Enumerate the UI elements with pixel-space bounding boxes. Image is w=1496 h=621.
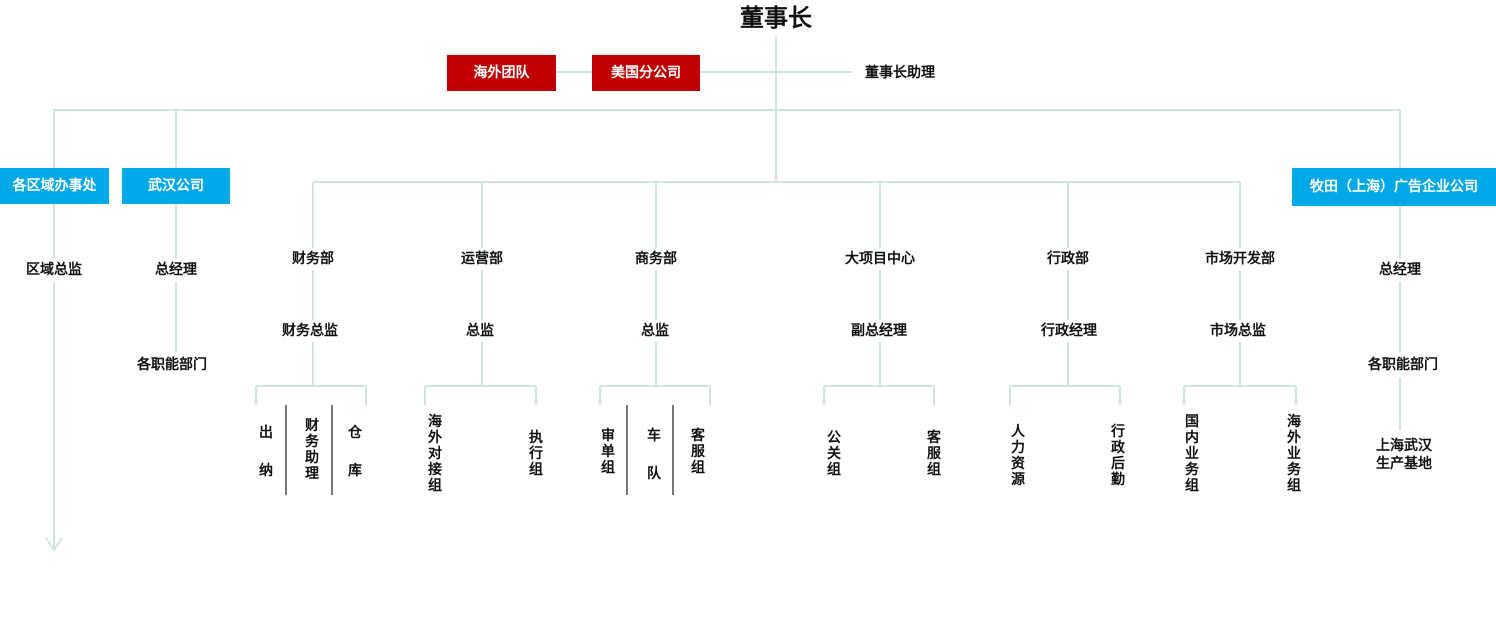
major-projects-head: 副总经理 [851, 323, 907, 339]
overseas-team-box: 海外团队 [447, 55, 556, 91]
operations-sub-execution: 执行组 [529, 430, 543, 478]
production-base: 上海武汉生产基地 [1376, 438, 1432, 472]
makita-gm: 总经理 [1379, 262, 1421, 278]
finance-sub-assistant: 财务助理 [305, 418, 319, 482]
market-dev-sub-domestic: 国内业务组 [1185, 414, 1199, 494]
admin-sub-logistics: 行政后勤 [1111, 424, 1125, 488]
us-branch-box: 美国分公司 [592, 55, 700, 91]
down-arrow-icon [45, 537, 63, 552]
dept-business: 商务部 [635, 251, 677, 267]
separator [285, 405, 287, 495]
business-head: 总监 [641, 323, 669, 339]
separator [626, 405, 628, 495]
makita-company-box: 牧田（上海）广告企业公司 [1292, 168, 1496, 206]
separator [672, 405, 674, 495]
operations-sub-overseas: 海外对接组 [428, 414, 442, 494]
wuhan-gm: 总经理 [155, 262, 197, 278]
market-dev-sub-overseas: 海外业务组 [1287, 414, 1301, 494]
separator [331, 405, 333, 495]
dept-finance: 财务部 [292, 251, 334, 267]
dept-market-dev: 市场开发部 [1205, 251, 1275, 267]
chairman-assistant: 董事长助理 [865, 65, 935, 81]
business-sub-fleet: 车队 [647, 428, 661, 482]
business-sub-review: 审单组 [601, 428, 615, 476]
dept-major-projects: 大项目中心 [845, 251, 915, 267]
market-dev-head: 市场总监 [1210, 323, 1266, 339]
business-sub-service: 客服组 [691, 428, 705, 476]
regional-director: 区域总监 [26, 262, 82, 278]
admin-head: 行政经理 [1041, 323, 1097, 339]
regional-office-box: 各区域办事处 [0, 168, 109, 204]
major-projects-sub-pr: 公关组 [827, 430, 841, 478]
dept-operations: 运营部 [461, 251, 503, 267]
dept-admin: 行政部 [1047, 251, 1089, 267]
chairman: 董事长 [740, 4, 812, 32]
makita-depts: 各职能部门 [1368, 357, 1438, 373]
finance-head: 财务总监 [282, 323, 338, 339]
operations-head: 总监 [466, 323, 494, 339]
wuhan-company-box: 武汉公司 [122, 168, 230, 204]
major-projects-sub-service: 客服组 [927, 430, 941, 478]
finance-sub-cashier: 出纳 [259, 425, 273, 479]
wuhan-depts: 各职能部门 [137, 357, 207, 373]
finance-sub-warehouse: 仓库 [348, 425, 362, 479]
admin-sub-hr: 人力资源 [1011, 424, 1025, 488]
